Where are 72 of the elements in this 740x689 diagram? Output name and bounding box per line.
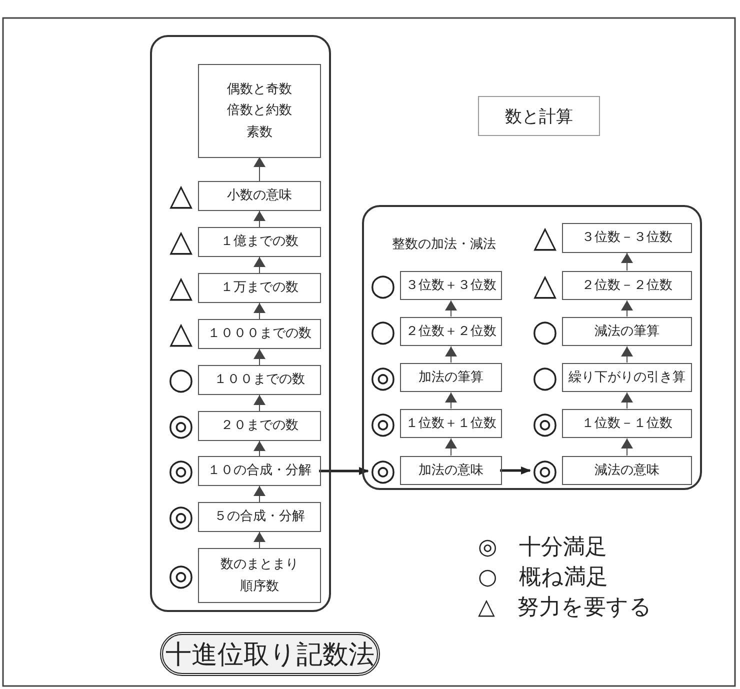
rating-mark: ◎	[166, 411, 196, 441]
topic-box: 減法の筆算	[562, 317, 692, 346]
rating-mark: ◎	[166, 456, 196, 486]
rating-mark: ◎	[530, 456, 560, 486]
legend-entry: △ 努力を要する	[478, 594, 652, 622]
rating-mark: ◎	[368, 408, 398, 438]
chevron-arrow	[254, 256, 266, 274]
rating-mark: ◎	[166, 560, 196, 590]
topic-box: １位数－１位数	[562, 409, 692, 438]
chevron-arrow	[254, 394, 266, 412]
topic-box: １０の合成・分解	[198, 456, 321, 486]
topic-box: 繰り下がりの引き算	[562, 363, 692, 392]
chevron-arrow	[254, 486, 266, 502]
rating-mark: △	[532, 270, 558, 300]
legend-entry: ◎ 十分満足	[478, 534, 608, 562]
chevron-arrow	[621, 300, 633, 317]
topic-label: 順序数	[240, 578, 279, 596]
rating-mark: ◎	[530, 408, 560, 438]
rating-mark: △	[168, 227, 194, 257]
topic-label: 倍数と約数	[227, 102, 292, 120]
topic-box: ２位数＋２位数	[400, 317, 502, 346]
arrow	[319, 467, 369, 475]
topic-box: １位数＋１位数	[400, 409, 502, 438]
base-box: 十進位取り記数法	[160, 632, 380, 676]
rating-mark: △	[532, 223, 558, 253]
topic-box: 加法の意味	[400, 456, 502, 485]
column-panel	[150, 35, 331, 612]
topic-label: 素数	[246, 124, 272, 142]
topic-box: ３位数－３位数	[562, 223, 692, 253]
topic-box: 小数の意味	[198, 181, 321, 211]
topic-box: １万までの数	[198, 273, 321, 303]
topic-box: ２位数－２位数	[562, 271, 692, 300]
chevron-arrow	[254, 210, 266, 228]
chevron-arrow	[254, 302, 266, 320]
group-panel	[362, 205, 702, 490]
topic-box: １００までの数	[198, 365, 321, 395]
arrow	[500, 466, 531, 474]
legend-entry: ○ 概ね満足	[478, 564, 608, 592]
rating-mark: ○	[530, 362, 560, 392]
topic-label: 数のまとまり	[220, 556, 298, 574]
chevron-arrow	[621, 252, 633, 271]
topic-box: １０００までの数	[198, 319, 321, 349]
topic-box: １億までの数	[198, 227, 321, 257]
chevron-arrow	[445, 392, 457, 409]
group-heading: 整数の加法・減法	[392, 236, 496, 253]
chevron-arrow	[621, 346, 633, 363]
title-box: 数と計算	[478, 96, 600, 136]
rating-mark: ○	[368, 316, 398, 346]
chevron-arrow	[254, 156, 266, 182]
topic-box: 加法の筆算	[400, 363, 502, 392]
rating-mark: ○	[530, 316, 560, 346]
rating-mark: ◎	[166, 502, 196, 532]
rating-mark: ◎	[368, 456, 398, 486]
topic-box: ２０までの数	[198, 411, 321, 441]
topic-label: 偶数と奇数	[227, 80, 292, 98]
chevron-arrow	[445, 438, 457, 456]
chevron-arrow	[254, 440, 266, 456]
rating-mark: ○	[368, 270, 398, 300]
rating-mark: ○	[166, 365, 196, 395]
chevron-arrow	[621, 392, 633, 409]
chevron-arrow	[445, 300, 457, 317]
rating-mark: △	[168, 319, 194, 349]
rating-mark: ◎	[368, 362, 398, 392]
chevron-arrow	[445, 346, 457, 363]
rating-mark: △	[168, 181, 194, 211]
topic-box: ３位数＋３位数	[400, 271, 502, 300]
topic-box: ５の合成・分解	[198, 502, 321, 532]
chevron-arrow	[254, 532, 266, 550]
topic-box: 減法の意味	[562, 456, 692, 485]
chevron-arrow	[254, 348, 266, 366]
rating-mark: △	[168, 273, 194, 303]
chevron-arrow	[621, 438, 633, 456]
